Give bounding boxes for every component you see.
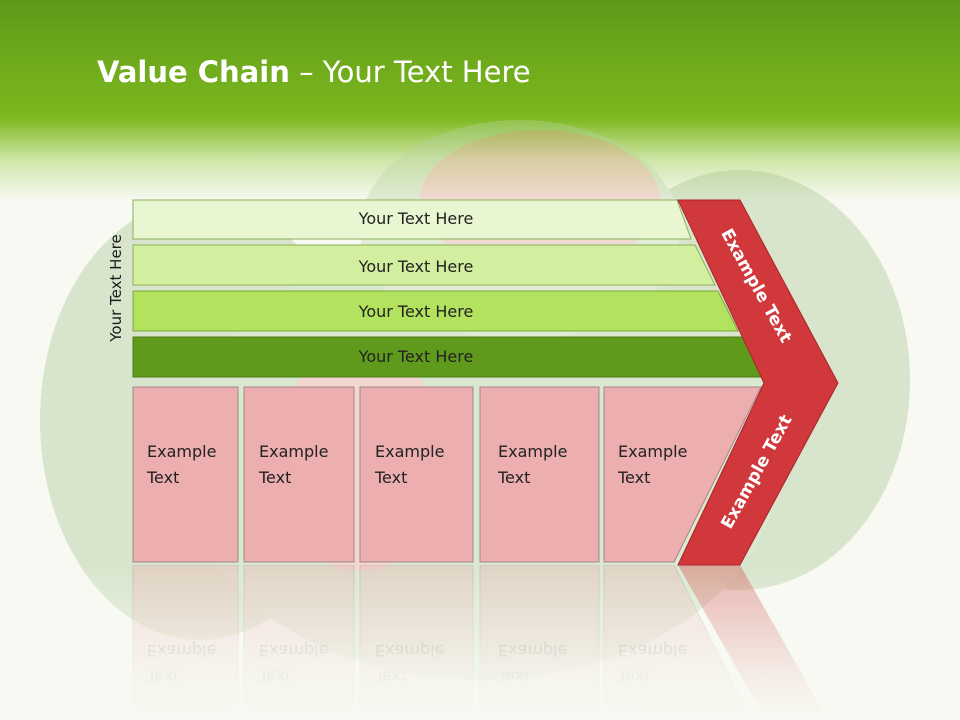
cell-3-line1: Example xyxy=(375,442,445,461)
band-1 xyxy=(132,199,692,240)
header-banner xyxy=(0,0,960,200)
slide-title: Value Chain – Your Text Here xyxy=(97,55,531,89)
cell-5 xyxy=(603,386,762,563)
cell-1-line2: Text xyxy=(147,468,180,487)
band-1-label: Your Text Here xyxy=(358,209,474,228)
cell-4-line2: Text xyxy=(498,468,531,487)
cell-2-line1: Example xyxy=(259,442,329,461)
cell-2 xyxy=(243,386,355,563)
cell-1 xyxy=(132,386,239,563)
band-4-label: Your Text Here xyxy=(358,347,474,366)
cell-3 xyxy=(359,386,474,563)
band-3 xyxy=(132,290,739,332)
cell-3-line2: Text xyxy=(375,468,408,487)
band-2-label: Your Text Here xyxy=(358,257,474,276)
cell-1-line1: Example xyxy=(147,442,217,461)
cell-2-line2: Text xyxy=(259,468,292,487)
band-2 xyxy=(132,244,716,286)
band-3-label: Your Text Here xyxy=(358,302,474,321)
cell-5-line1: Example xyxy=(618,442,688,461)
cell-5-line2: Text xyxy=(618,468,651,487)
side-label: Your Text Here xyxy=(107,234,125,342)
cell-4 xyxy=(479,386,600,563)
reflection-fade xyxy=(0,565,960,720)
cell-4-line1: Example xyxy=(498,442,568,461)
chevron-arrow xyxy=(677,199,839,566)
title-bold: Value Chain xyxy=(97,55,290,89)
title-rest: – Your Text Here xyxy=(289,55,531,89)
